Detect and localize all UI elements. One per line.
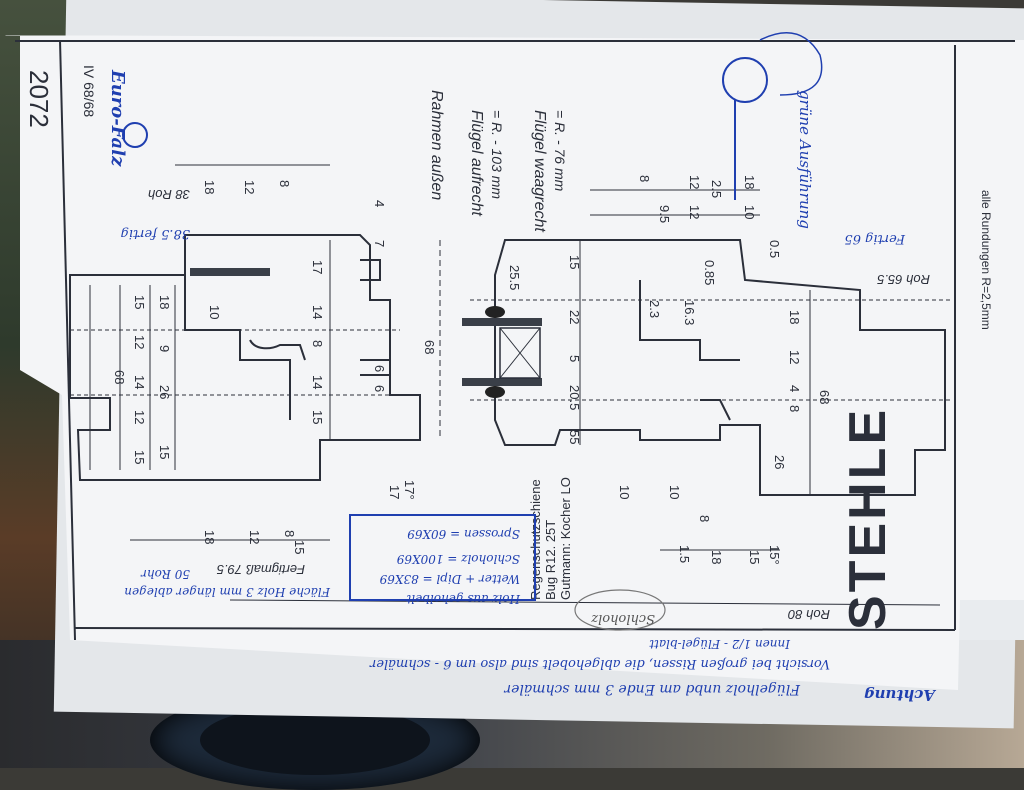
dim-label: 6	[372, 385, 387, 392]
dim-label: 8	[310, 340, 325, 347]
dim-label: 12	[687, 205, 702, 219]
dim-label: 2.5	[709, 180, 724, 198]
dim-label: 18	[742, 175, 757, 189]
label-roh-38: 38 Roh	[148, 187, 190, 202]
dim-label: 17°	[402, 480, 417, 500]
dim-label: 8	[787, 405, 802, 412]
label-fluegel-level: Flügel waagrecht	[531, 110, 548, 232]
technical-drawing: 18 12 8 15 12 14 12 15 18 9 26 15 17 14 …	[5, 32, 1024, 704]
label-rahmen: Rahmen außen	[428, 90, 445, 200]
label-fluegel-level-r: = R. - 76 mm	[552, 110, 568, 192]
dim-label: 8	[277, 180, 292, 187]
dim-label: 15°	[767, 545, 782, 565]
dim-label: 15	[310, 410, 325, 424]
dim-label: 15	[292, 540, 307, 554]
dim-label: 10	[742, 205, 757, 219]
dim-label: 55	[567, 430, 582, 444]
dim-label: 0.85	[702, 260, 717, 285]
note-2: Vorsicht bei großen Rissen, die ablgehob…	[369, 656, 830, 671]
dim-label: 12	[132, 410, 147, 424]
note-box	[349, 514, 536, 601]
note-1: Flügelholz unbd am Ende 3 mm schmäler	[503, 681, 801, 697]
rounding-note: alle Rundungen R=2,5mm	[979, 190, 993, 330]
label-rain-gut: Gutmann: Kocher LO	[558, 477, 573, 600]
box-line-3: Sprossen = 60X69	[407, 527, 520, 541]
dim-label: 8	[697, 515, 712, 522]
label-rain-bug: Bug R12. 25T	[543, 520, 558, 600]
dim-label: 12	[242, 180, 257, 194]
dim-label: 5	[567, 355, 582, 362]
label-fertig-385: 38.5 fertig	[120, 226, 190, 241]
brand-logo: STEHLE	[839, 407, 897, 630]
label-roh-80: Roh 80	[787, 607, 830, 622]
label-roh-655: Roh 65.5	[876, 272, 930, 287]
dim-label: 26	[157, 385, 172, 399]
dim-label: 6	[372, 365, 387, 372]
dim-label: 9	[157, 345, 172, 352]
dim-label: 10	[617, 485, 632, 499]
dim-label: 25.5	[507, 265, 522, 290]
dim-label: 4	[787, 385, 802, 392]
dim-label: 12	[787, 350, 802, 364]
label-fluegel-upright: Flügel aufrecht	[468, 110, 485, 216]
drawing-iv: IV 68/68	[81, 65, 97, 117]
dim-label: 15	[132, 295, 147, 309]
dim-label: 16.3	[682, 300, 697, 325]
note-5: 50 Rohr	[140, 567, 190, 581]
dim-label: 1.5	[677, 545, 692, 563]
stamp-note: Schloholz	[591, 611, 655, 626]
dimension-lines	[70, 164, 950, 606]
dim-label: 0.5	[767, 240, 782, 258]
dim-label: 12	[132, 335, 147, 349]
dim-label: 15	[567, 255, 582, 269]
label-attention: Achtung	[864, 686, 937, 704]
label-fluegel-upright-r: = R. - 103 mm	[489, 110, 505, 199]
dim-label: 18	[157, 295, 172, 309]
dim-label: 18	[202, 530, 217, 544]
dim-label: 18	[709, 550, 724, 564]
label-gruene: grüne Ausführung	[796, 90, 814, 229]
drawing-sheet	[5, 35, 1024, 690]
dim-label: 8	[282, 530, 297, 537]
dim-label: 12	[247, 530, 262, 544]
dim-label: 15	[132, 450, 147, 464]
box-line-1: Wetter + Dipl = 83X69	[379, 572, 520, 586]
label-system: Euro-Falz	[107, 69, 128, 167]
label-fertigmass: Fertigmaß 79.5	[216, 562, 305, 577]
dim-label: 14	[132, 375, 147, 389]
note-3: Innen 1/2 - Flügel-blatt	[649, 637, 791, 651]
drawing-number: 2072	[24, 70, 54, 128]
dim-label: 26	[772, 455, 787, 469]
dim-label: 20.5	[567, 385, 582, 410]
dim-label: 7	[372, 240, 387, 247]
dim-label: 17	[387, 485, 402, 499]
dim-label: 17	[310, 260, 325, 274]
dim-label: 14	[310, 305, 325, 319]
frame-profile	[69, 234, 421, 481]
box-title: Holz aus geholbelt	[406, 592, 521, 606]
dim-label: 9.5	[657, 205, 672, 223]
dim-label: 8	[637, 175, 652, 182]
dim-label: 18	[787, 310, 802, 324]
dim-label: 2.3	[647, 300, 662, 318]
note-4: Fläche Holz 3 mm länger ablegen	[124, 585, 331, 599]
dim-label: 12	[687, 175, 702, 189]
dim-label: 18	[202, 180, 217, 194]
dim-label: 10	[207, 305, 222, 319]
box-line-2: Schloholz = 100X69	[396, 552, 520, 566]
dim-label: 68	[422, 340, 437, 354]
dim-label: 68	[817, 390, 832, 404]
dim-label: 4	[372, 200, 387, 207]
dim-label: 22	[567, 310, 582, 324]
dim-label: 68	[112, 370, 127, 384]
label-fertig-65: Fertig 65	[844, 231, 906, 246]
sash-profile	[494, 239, 946, 496]
dim-label: 10	[667, 485, 682, 499]
dim-label: 15	[747, 550, 762, 564]
dim-label: 15	[157, 445, 172, 459]
dim-label: 14	[310, 375, 325, 389]
